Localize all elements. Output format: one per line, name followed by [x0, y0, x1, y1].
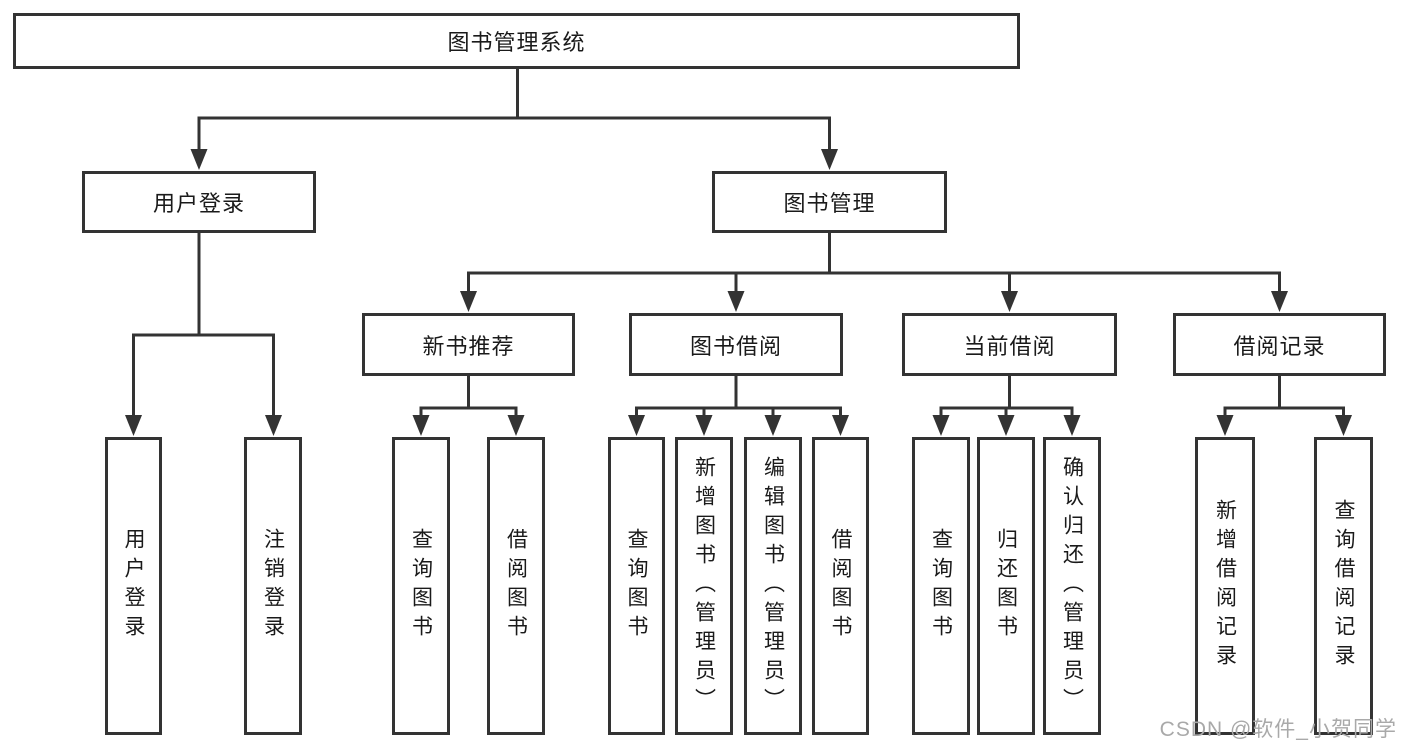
arrowhead	[507, 415, 525, 436]
arrowhead	[1063, 415, 1081, 436]
node-label: 查询借阅记录	[1332, 499, 1355, 673]
node-label: 查询图书	[409, 528, 433, 644]
leaf-records-add-borrow-record: 新增借阅记录	[1195, 437, 1255, 735]
leaf-current-confirm-return-admin: 确认归还（管理员）	[1043, 437, 1101, 735]
leaf-borrow-edit-books-admin: 编辑图书（管理员）	[744, 437, 802, 735]
node-label: 新增图书（管理员）	[692, 455, 716, 717]
leaf-user-login: 用户登录	[105, 437, 162, 735]
arrowhead	[932, 415, 950, 436]
node-label: 借阅图书	[504, 528, 528, 644]
arrowhead	[821, 149, 838, 170]
arrowhead	[460, 291, 477, 312]
connector-new-book-branch	[419, 376, 518, 420]
node-new-book-recommend: 新书推荐	[362, 313, 575, 376]
node-label: 新增借阅记录	[1213, 499, 1237, 673]
leaf-logout: 注销登录	[244, 437, 302, 735]
arrowhead	[125, 415, 142, 436]
node-label: 归还图书	[994, 528, 1018, 644]
node-label: 编辑图书（管理员）	[761, 455, 785, 717]
connector-user-login-branch	[132, 233, 275, 419]
leaf-borrow-query-books: 查询图书	[608, 437, 665, 735]
connector-current-borrow-branch	[939, 376, 1074, 420]
arrowhead	[1335, 415, 1352, 436]
node-label: 注销登录	[261, 528, 285, 644]
connector-borrow-records-branch	[1223, 376, 1345, 420]
node-book-borrow: 图书借阅	[629, 313, 843, 376]
connector-root-to-level2	[197, 69, 831, 153]
node-label: 借阅记录	[1233, 333, 1326, 359]
arrowhead	[190, 149, 208, 170]
leaf-borrow-add-books-admin: 新增图书（管理员）	[675, 437, 733, 735]
arrowhead	[265, 415, 282, 436]
arrowhead	[764, 415, 782, 436]
watermark: CSDN @软件_小贺同学	[1159, 718, 1397, 741]
arrowhead	[628, 415, 645, 436]
connector-book-borrow-branch	[635, 376, 842, 420]
arrowhead	[832, 415, 849, 436]
arrowhead	[412, 415, 430, 436]
node-label: 图书管理	[783, 191, 876, 216]
node-label: 查询图书	[625, 528, 648, 644]
node-label: 用户登录	[122, 528, 145, 644]
node-book-management: 图书管理	[712, 171, 947, 233]
arrowhead	[1001, 291, 1018, 312]
arrowhead	[695, 415, 713, 436]
node-user-login: 用户登录	[82, 171, 316, 233]
node-label: 图书管理系统	[447, 30, 586, 55]
node-current-borrow: 当前借阅	[902, 313, 1117, 376]
leaf-current-return-books: 归还图书	[977, 437, 1035, 735]
node-label: 新书推荐	[422, 333, 515, 359]
arrowhead	[997, 415, 1015, 436]
node-label: 用户登录	[152, 191, 245, 216]
node-label: 查询图书	[929, 528, 953, 644]
node-label: 确认归还（管理员）	[1060, 455, 1084, 717]
leaf-current-query-books: 查询图书	[912, 437, 970, 735]
arrowhead	[1271, 291, 1288, 312]
node-label: 当前借阅	[963, 333, 1056, 359]
node-label: 图书借阅	[689, 333, 782, 359]
leaf-borrow-borrow-books: 借阅图书	[812, 437, 869, 735]
leaf-newbook-borrow-books: 借阅图书	[487, 437, 545, 735]
arrowhead	[1216, 415, 1234, 436]
connector-book-mgmt-branch	[467, 233, 1281, 296]
arrowhead	[727, 291, 745, 312]
leaf-records-query-borrow-record: 查询借阅记录	[1314, 437, 1373, 735]
node-borrow-records: 借阅记录	[1173, 313, 1386, 376]
node-label: 借阅图书	[829, 528, 852, 644]
leaf-newbook-query-books: 查询图书	[392, 437, 450, 735]
node-root-library-system: 图书管理系统	[13, 13, 1020, 69]
